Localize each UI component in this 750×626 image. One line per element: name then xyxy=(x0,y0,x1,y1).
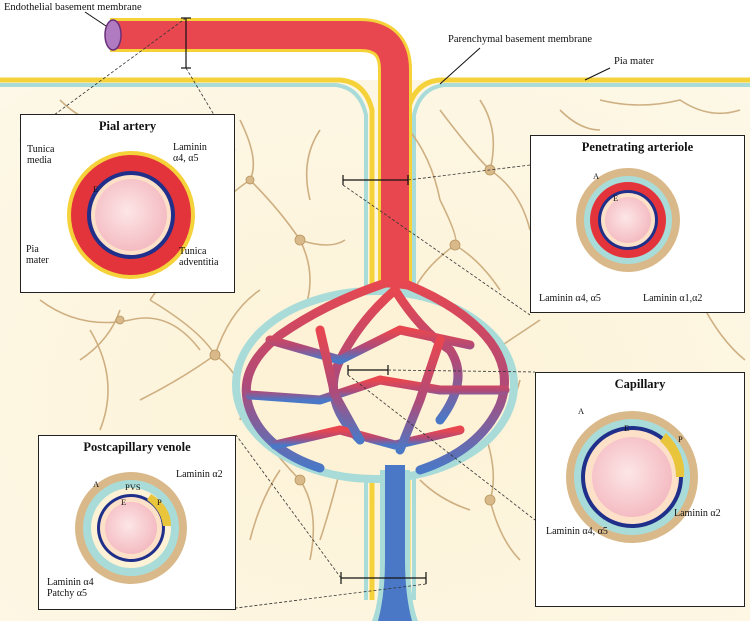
pericyte-label: P xyxy=(678,434,683,444)
panel-title: Postcapillary venole xyxy=(83,440,191,454)
pial-artery-cross-section xyxy=(67,151,195,279)
panel-pial-artery: Pial artery Tunica media Laminin α4, α5 … xyxy=(20,114,235,293)
annotation-arrows xyxy=(84,11,611,85)
laminin-alpha2-label: Laminin α2 xyxy=(176,469,223,480)
pia-mater-label-panel: Pia mater xyxy=(26,244,49,266)
endothelial-cell-label: E xyxy=(121,497,127,507)
parenchymal-membrane-layer xyxy=(0,83,750,600)
endothelial-basement-membrane-label: Endothelial basement membrane xyxy=(4,2,142,13)
laminin-alpha4-patchy-alpha5-label: Laminin α4 Patchy α5 xyxy=(47,577,94,599)
laminin-alpha2-label: Laminin α2 xyxy=(674,508,721,519)
panel-title: Pial artery xyxy=(98,119,157,133)
tunica-adventitia-label: Tunica adventitia xyxy=(179,246,219,268)
capillary-cross-section xyxy=(566,411,698,543)
endothelial-cell-label: E xyxy=(624,423,630,433)
arteriole-cross-section xyxy=(576,168,680,272)
astrocyte-label: A xyxy=(578,406,585,416)
pial-artery-vessel xyxy=(110,21,409,300)
laminin-label: Laminin α4, α5 xyxy=(173,142,207,164)
panel-title: Penetrating arteriole xyxy=(581,140,694,154)
venole-cross-section xyxy=(75,472,187,584)
panel-penetrating-arteriole: Penetrating arteriole A E Laminin α4, α5… xyxy=(530,135,745,313)
parenchymal-basement-membrane-label: Parenchymal basement membrane xyxy=(448,34,593,45)
endothelial-cell-label: E xyxy=(93,184,99,194)
venule-vessel xyxy=(378,465,412,621)
endothelial-cell-label: E xyxy=(613,193,619,203)
pericyte-label: P xyxy=(157,497,162,507)
astrocyte-label: A xyxy=(593,171,600,181)
perivascular-space-label: PVS xyxy=(125,482,141,492)
panel-title: Capillary xyxy=(614,377,666,391)
tunica-media-label: Tunica media xyxy=(27,144,55,166)
panel-capillary: Capillary A E P Laminin α4, α5 Laminin α… xyxy=(535,372,745,607)
laminin-alpha4-alpha5-label: Laminin α4, α5 xyxy=(546,526,608,537)
astrocyte-label: A xyxy=(93,479,100,489)
pia-mater-label: Pia mater xyxy=(614,56,654,67)
panel-postcapillary-venole: Postcapillary venole A PVS E P Laminin α… xyxy=(38,435,236,610)
laminin-alpha4-alpha5-label: Laminin α4, α5 xyxy=(539,293,601,304)
capillary-loops xyxy=(241,275,510,475)
laminin-alpha1-alpha2-label: Laminin α1,α2 xyxy=(643,293,703,304)
pial-artery-cut-end xyxy=(104,19,122,51)
